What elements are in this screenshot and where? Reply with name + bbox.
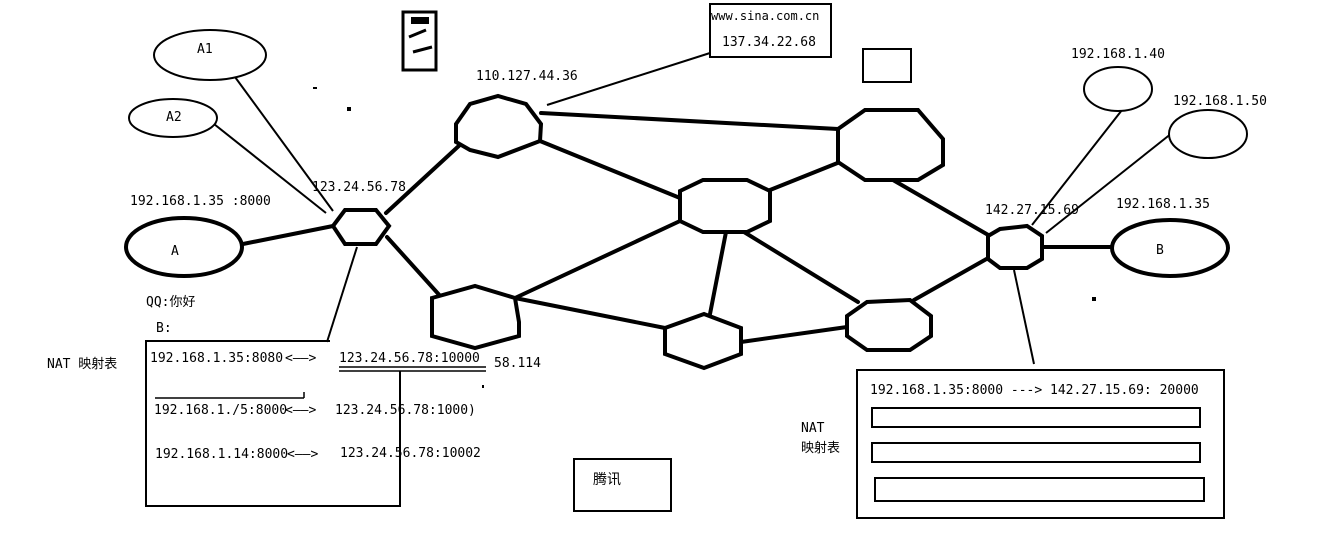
stray-marks xyxy=(313,87,1096,388)
link-center-bottomright xyxy=(742,230,860,304)
nat-left-title: NAT 映射表 xyxy=(47,357,118,372)
partial-ip-label: 58.114 xyxy=(494,356,541,371)
nat-right-row-2 xyxy=(871,407,1201,428)
qq-message-line2: B: xyxy=(156,321,172,336)
router-b-ip-label: 142.27.15.69 xyxy=(985,203,1079,218)
empty-box xyxy=(862,48,912,83)
nat-left-row2-public: 123.24.56.78:1000) xyxy=(335,403,476,418)
nat-right-row-4 xyxy=(874,477,1205,502)
sina-ip-label: 137.34.22.68 xyxy=(722,35,816,50)
nat-left-row1-public: 123.24.56.78:10000 xyxy=(339,351,480,366)
qq-message-line1: QQ:你好 xyxy=(146,295,196,310)
router-bottomright-hexagon xyxy=(845,297,933,352)
router-topright-hexagon xyxy=(836,108,945,182)
nat-left-row2-private: 192.168.1./5:8000 xyxy=(154,403,288,418)
host-a1-label: A1 xyxy=(197,42,213,57)
nat-right-row-3 xyxy=(871,442,1201,463)
nat-left-row1-private: 192.168.1.35:8080 xyxy=(150,351,284,366)
host-a2-label: A2 xyxy=(166,110,182,125)
router-top-hexagon xyxy=(454,93,544,160)
host-a-ip-label: 192.168.1.35 :8000 xyxy=(130,194,271,209)
nat-right-title-line1: NAT xyxy=(801,421,825,436)
host-b2 xyxy=(1168,109,1248,159)
line-a2-routera xyxy=(213,123,327,214)
router-a-hexagon xyxy=(330,208,392,246)
line-b1-routerb xyxy=(1031,109,1123,226)
link-top-topright xyxy=(539,111,840,131)
host-b-label: B xyxy=(1156,243,1164,258)
nat-left-row3-public: 123.24.56.78:10002 xyxy=(340,446,481,461)
sina-domain-label: www.sina.com.cn xyxy=(711,9,820,23)
server-tower-icon xyxy=(401,10,438,72)
nat-left-row3-private: 192.168.1.14:8000 xyxy=(155,447,289,462)
link-routera-bottomleft xyxy=(385,235,444,300)
router-top-ip-label: 110.127.44.36 xyxy=(476,69,578,84)
link-top-center xyxy=(538,139,682,200)
host-b1 xyxy=(1083,66,1153,112)
host-a1 xyxy=(153,29,267,81)
link-bottomright-routerb xyxy=(912,255,992,302)
router-b-hexagon xyxy=(986,223,1044,270)
link-center-topright xyxy=(768,160,842,192)
link-topright-routerb xyxy=(891,178,992,238)
host-a xyxy=(124,216,244,278)
line-a1-routera xyxy=(234,76,334,212)
line-routera-natleft xyxy=(326,246,358,343)
link-routera-top xyxy=(384,141,464,215)
nat-left-table-box xyxy=(145,340,401,507)
sina-server-box xyxy=(709,3,832,58)
router-bottomleft-hexagon xyxy=(430,283,521,351)
link-bottommid-bottomright xyxy=(739,325,849,344)
tencent-label: 腾讯 xyxy=(593,472,621,488)
nat-left-row3-arrow: <——> xyxy=(287,447,319,462)
host-a2 xyxy=(128,98,218,138)
link-a-routera xyxy=(241,224,335,246)
nat-left-row2-arrow: <——> xyxy=(285,403,317,418)
host-b-ip-label: 192.168.1.35 xyxy=(1116,197,1210,212)
host-b xyxy=(1110,218,1230,278)
tencent-server-box xyxy=(573,458,672,512)
nat-right-title-line2: 映射表 xyxy=(801,441,841,456)
link-center-bottomleft xyxy=(513,219,682,300)
line-top-sina xyxy=(546,52,711,106)
line-routerb-natright xyxy=(1013,269,1035,365)
router-center-hexagon xyxy=(678,178,772,234)
router-bottommid-hexagon xyxy=(663,311,743,371)
host-b2-ip-label: 192.168.1.50 xyxy=(1173,94,1267,109)
nat-left-row1-arrow: <——> xyxy=(285,351,317,366)
router-a-ip-label: 123.24.56.78 xyxy=(312,180,406,195)
nat-right-row1: 192.168.1.35:8000 ---> 142.27.15.69: 200… xyxy=(870,383,1199,398)
host-b1-ip-label: 192.168.1.40 xyxy=(1071,47,1165,62)
line-b2-routerb xyxy=(1045,132,1173,234)
link-bottomleft-bottommid xyxy=(513,296,667,330)
link-center-bottommid xyxy=(708,230,728,316)
host-a-label: A xyxy=(171,244,179,259)
